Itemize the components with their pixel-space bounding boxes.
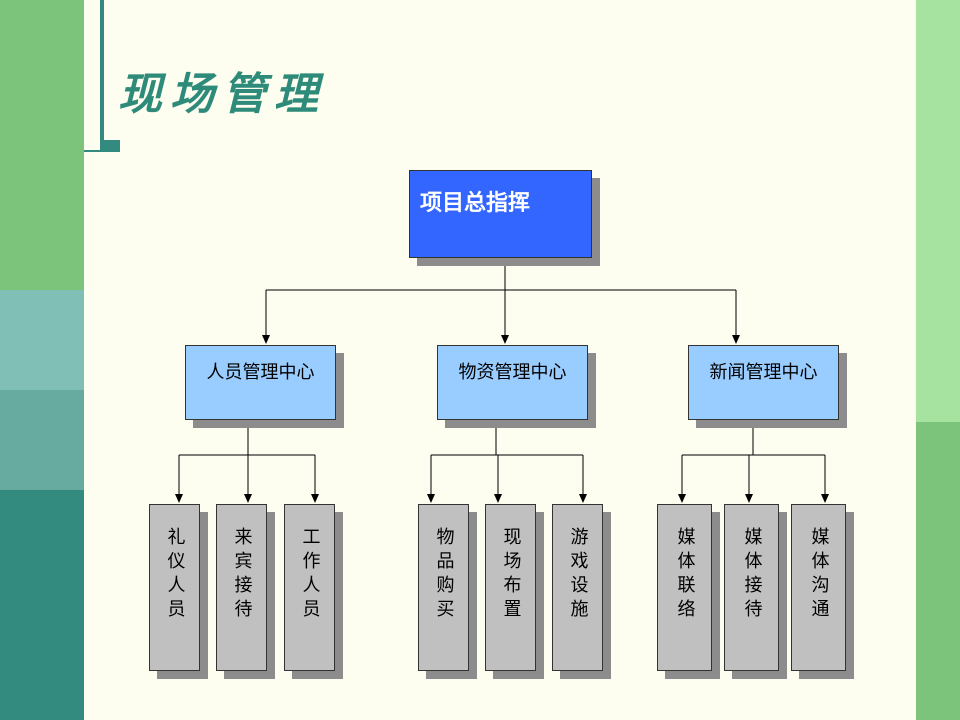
leaf-box-0-0: 礼仪人员	[149, 504, 200, 671]
leaf-box-2-1: 媒体接待	[724, 504, 779, 671]
leaf-box-2-1-label: 媒体接待	[741, 527, 763, 623]
page-title: 现场管理	[118, 69, 326, 120]
leaf-box-0-2-label: 工作人员	[299, 527, 321, 623]
center-box-1-label: 物资管理中心	[458, 362, 567, 383]
center-arrow-2	[732, 335, 740, 344]
leaf-arrow-1-1	[494, 494, 502, 503]
left-band-green	[0, 0, 84, 290]
center-box-2: 新闻管理中心	[688, 345, 839, 420]
leaf-box-0-1: 来宾接待	[216, 504, 267, 671]
leaf-arrow-0-0	[175, 494, 183, 503]
center-arrow-1	[501, 335, 509, 344]
left-band-teal-light	[0, 290, 84, 390]
left-band-teal-dark	[0, 490, 84, 720]
leaf-box-2-2-label: 媒体沟通	[808, 527, 830, 623]
title-accent-inner	[84, 0, 100, 150]
leaf-box-1-2-label: 游戏设施	[567, 527, 589, 623]
root-box: 项目总指挥	[409, 170, 592, 258]
leaf-arrow-1-0	[427, 494, 435, 503]
leaf-arrow-0-1	[244, 494, 252, 503]
leaf-box-1-1-label: 现场布置	[500, 527, 522, 623]
center-box-0: 人员管理中心	[185, 345, 336, 420]
leaf-box-2-0: 媒体联络	[657, 504, 712, 671]
center-box-0-label: 人员管理中心	[206, 362, 315, 383]
leaf-box-1-0-label: 物品购买	[433, 527, 455, 623]
leaf-arrow-0-2	[311, 494, 319, 503]
left-band-teal-mid	[0, 390, 84, 490]
center-box-2-label: 新闻管理中心	[709, 362, 818, 383]
leaf-arrow-2-0	[678, 494, 686, 503]
right-band-light	[916, 0, 960, 422]
leaf-arrow-2-1	[745, 494, 753, 503]
leaf-box-2-2: 媒体沟通	[791, 504, 846, 671]
leaf-box-1-0: 物品购买	[418, 504, 469, 671]
title-accent-inner-bar	[100, 0, 104, 150]
center-box-1: 物资管理中心	[437, 345, 588, 420]
leaf-arrow-2-2	[821, 494, 829, 503]
leaf-box-1-2: 游戏设施	[552, 504, 603, 671]
leaf-box-1-1: 现场布置	[485, 504, 536, 671]
leaf-box-0-0-label: 礼仪人员	[164, 527, 186, 623]
leaf-box-2-0-label: 媒体联络	[674, 527, 696, 623]
root-box-label: 项目总指挥	[420, 191, 531, 216]
right-band-green	[916, 422, 960, 720]
leaf-arrow-1-2	[579, 494, 587, 503]
center-arrow-0	[262, 335, 270, 344]
leaf-box-0-2: 工作人员	[284, 504, 335, 671]
leaf-box-0-1-label: 来宾接待	[231, 527, 253, 623]
